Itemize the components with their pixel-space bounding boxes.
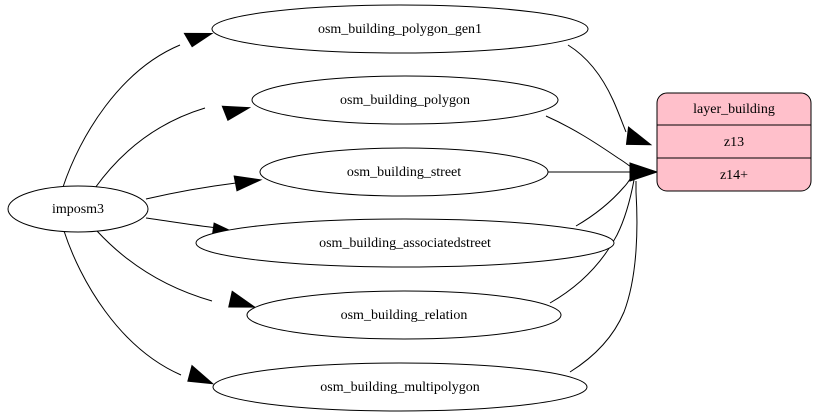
node-osm-building-polygon[interactable]: osm_building_polygon	[251, 75, 559, 125]
osm-building-associatedstreet-ellipse[interactable]	[195, 218, 615, 268]
node-layer-building[interactable]: layer_building z13 z14+	[656, 92, 812, 192]
osm-building-polygon-ellipse[interactable]	[251, 75, 559, 125]
osm-building-associatedstreet-label: osm_building_associatedstreet	[319, 236, 491, 251]
osm-building-polygon-gen1-ellipse[interactable]	[211, 4, 589, 54]
edge-imposm3-to-multipolygon	[63, 230, 215, 385]
osm-building-street-label: osm_building_street	[347, 165, 461, 180]
edge-imposm3-to-street	[145, 175, 263, 200]
edge-polygon-to-z14plus	[545, 115, 632, 168]
osm-building-street-ellipse[interactable]	[259, 147, 549, 197]
layer-building-z13-label: z13	[724, 135, 744, 150]
edge-multipolygon-to-z14plus	[569, 181, 638, 373]
osm-building-relation-label: osm_building_relation	[341, 308, 468, 323]
osm-building-multipolygon-ellipse[interactable]	[212, 362, 588, 412]
edge-imposm3-to-polygon	[94, 105, 252, 189]
node-osm-building-polygon-gen1[interactable]: osm_building_polygon_gen1	[211, 4, 589, 54]
node-imposm3[interactable]: imposm3	[7, 185, 149, 233]
osm-building-relation-ellipse[interactable]	[246, 290, 562, 340]
node-osm-building-associatedstreet[interactable]: osm_building_associatedstreet	[195, 218, 615, 268]
imposm3-label: imposm3	[52, 202, 104, 217]
edge-imposm3-to-relation	[96, 230, 257, 308]
node-osm-building-relation[interactable]: osm_building_relation	[246, 290, 562, 340]
edge-relation-to-z14plus	[549, 179, 635, 304]
layer-building-z14plus-label: z14+	[720, 168, 748, 183]
osm-building-polygon-gen1-label: osm_building_polygon_gen1	[318, 22, 482, 37]
osm-building-polygon-label: osm_building_polygon	[340, 93, 470, 108]
imposm3-ellipse[interactable]	[7, 185, 149, 233]
arrowhead-z14plus	[629, 162, 659, 182]
node-osm-building-multipolygon[interactable]: osm_building_multipolygon	[212, 362, 588, 412]
edge-group-tables-to-layer	[545, 44, 659, 373]
osm-building-multipolygon-label: osm_building_multipolygon	[320, 380, 479, 395]
edge-imposm3-to-polygon-gen1	[62, 32, 214, 188]
node-osm-building-street[interactable]: osm_building_street	[259, 147, 549, 197]
edge-polygon-gen1-to-z13	[567, 44, 653, 146]
layer-building-name-label: layer_building	[693, 102, 775, 117]
layer-building-box[interactable]	[656, 92, 812, 192]
